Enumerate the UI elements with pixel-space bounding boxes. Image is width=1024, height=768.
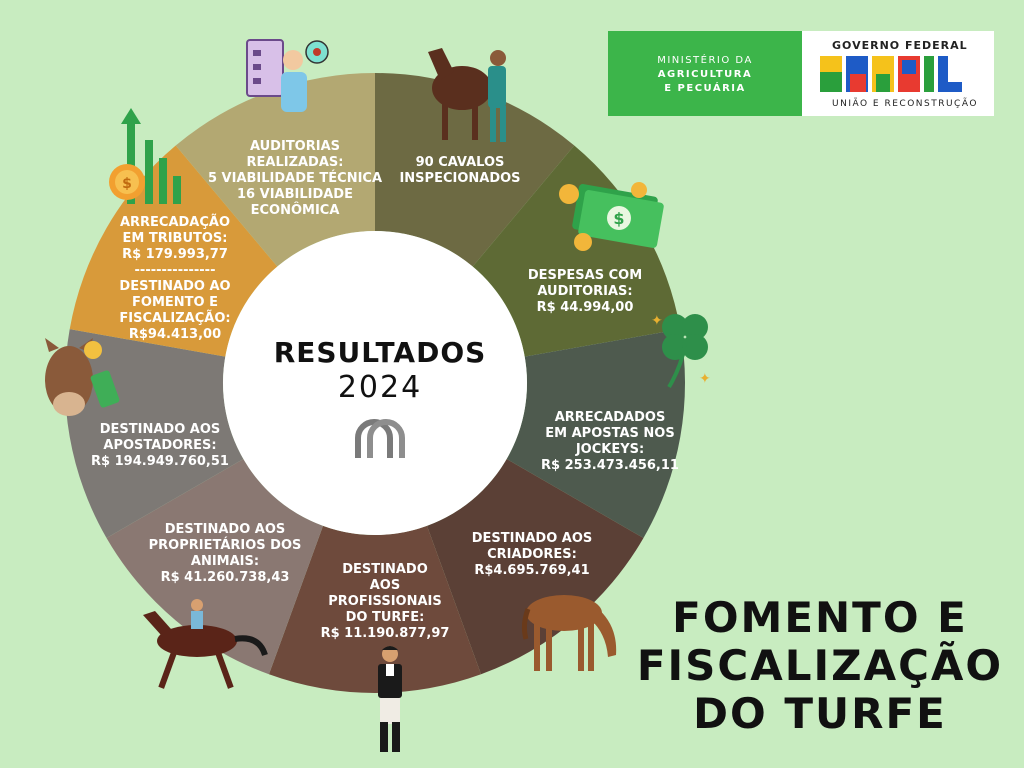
segment-label-taxes: ARRECADAÇÃO EM TRIBUTOS: R$ 179.993,77 -…	[119, 215, 231, 342]
svg-text:✦: ✦	[651, 313, 663, 329]
svg-text:✦: ✦	[699, 371, 711, 387]
ring-segment-1	[472, 145, 681, 357]
ring-segment-7	[69, 145, 278, 357]
jockey-riding-icon	[143, 599, 268, 689]
segment-label-owners: DESTINADO AOS PROPRIETÁRIOS DOS ANIMAIS:…	[148, 522, 302, 585]
gov-subtitle: UNIÃO E RECONSTRUÇÃO	[832, 99, 978, 109]
clover-icon: ✦ ✦	[651, 313, 711, 389]
main-title-line-2: FISCALIZAÇÃO	[636, 641, 1004, 690]
auditor-icon	[246, 39, 329, 112]
main-title-line-1: FOMENTO E	[672, 593, 968, 642]
segment-label-breeders: DESTINADO AOS CRIADORES: R$4.695.769,41	[471, 531, 593, 578]
growth-chart-icon: $	[109, 108, 181, 204]
brasil-wordmark-logo	[820, 56, 962, 92]
horse-vet-icon	[428, 48, 506, 142]
ring-segment-8	[175, 73, 375, 267]
ring-center	[223, 231, 527, 535]
ring-segment-2	[506, 329, 686, 538]
horse-head-icon	[45, 338, 120, 416]
svg-text:$: $	[613, 209, 624, 228]
main-title-line-3: DO TURFE	[693, 689, 947, 738]
ring-segment-4	[268, 525, 482, 693]
ring-segment-3	[426, 459, 644, 675]
ring-segment-5	[106, 459, 324, 675]
segment-label-audit-expenses: DESPESAS COM AUDITORIAS: R$ 44.994,00	[527, 268, 643, 315]
jockey-standing-icon	[378, 646, 402, 752]
ring-segment-0	[375, 73, 575, 267]
segment-label-audits: AUDITORIAS REALIZADAS: 5 VIABILIDADE TÉC…	[207, 139, 383, 218]
ministry-line-1: MINISTÉRIO DA	[657, 55, 753, 66]
horseshoe-icon	[355, 419, 405, 458]
segment-label-horses: 90 CAVALOS INSPECIONADOS	[399, 155, 521, 186]
grazing-horse-icon	[521, 595, 617, 671]
ministry-line-3: E PECUÁRIA	[664, 83, 746, 94]
segment-label-bettors: DESTINADO AOS APOSTADORES: R$ 194.949.76…	[91, 422, 229, 469]
money-icon: $	[559, 182, 664, 251]
ministry-badge: MINISTÉRIO DA AGRICULTURA E PECUÁRIA	[608, 31, 802, 116]
segment-label-bets: ARRECADADOS EM APOSTAS NOS JOCKEYS: R$ 2…	[541, 410, 679, 473]
main-title: FOMENTO E FISCALIZAÇÃO DO TURFE	[630, 594, 1010, 738]
svg-text:$: $	[122, 176, 132, 192]
center-year: 2024	[337, 370, 423, 405]
ministry-line-2: AGRICULTURA	[657, 69, 753, 80]
segment-label-professionals: DESTINADO AOS PROFISSIONAIS DO TURFE: R$…	[320, 562, 450, 641]
gov-title: GOVERNO FEDERAL	[832, 39, 968, 52]
center-title: RESULTADOS	[273, 336, 487, 369]
